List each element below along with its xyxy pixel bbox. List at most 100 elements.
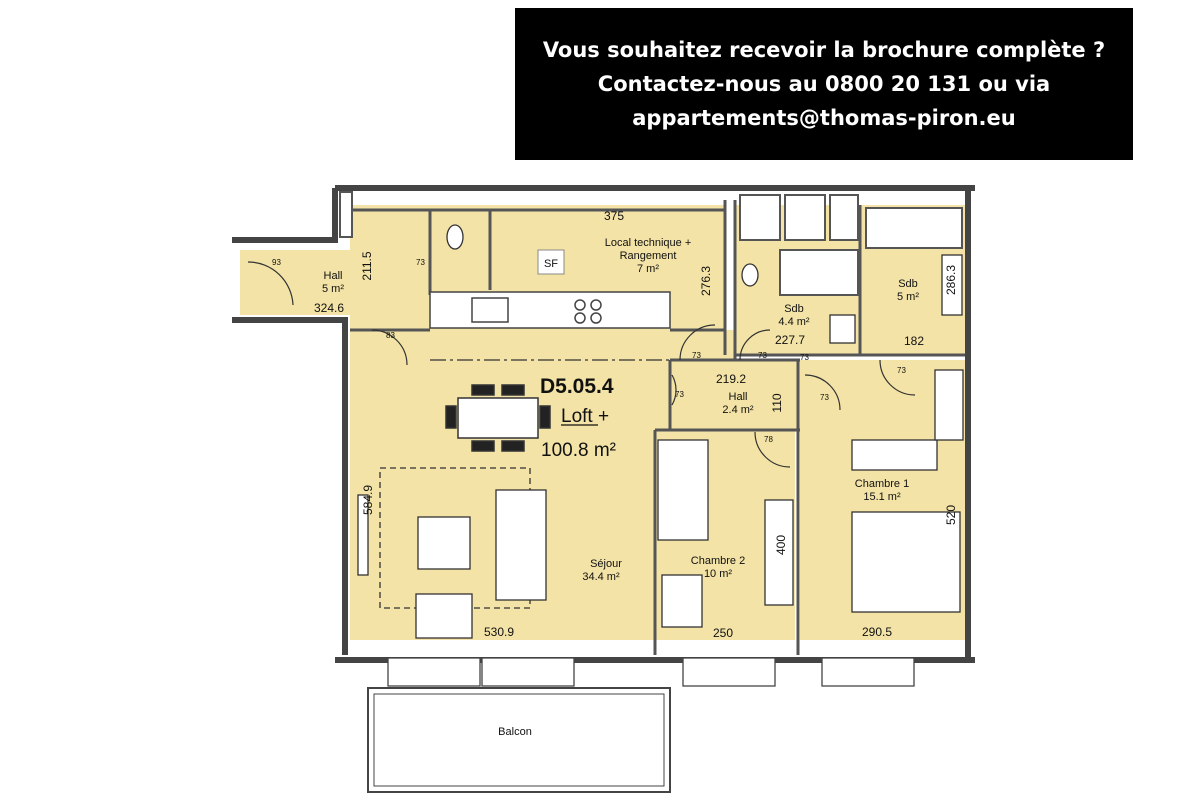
chambre2-name: Chambre 2 (691, 555, 745, 567)
sf-box (537, 249, 565, 275)
sdb1-name: Sdb (784, 303, 804, 315)
door-width: 78 (764, 435, 773, 444)
door-width: 73 (800, 353, 809, 362)
room-labels: Hall 5 m² Local technique + Rangement 7 … (322, 237, 919, 738)
hall-entry-area: 5 m² (322, 283, 344, 295)
kitchen-sink (471, 297, 509, 323)
door-swing (739, 329, 771, 361)
banner-line-1: Vous souhaitez recevoir la brochure comp… (542, 38, 1106, 62)
tv-unit (357, 494, 369, 576)
door-width: 73 (820, 393, 829, 402)
door-width: 73 (758, 351, 767, 360)
wardrobe-2 (934, 369, 964, 441)
dimensions: 375 324.6 211.5 276.3 227.7 182 286.3 21… (314, 209, 958, 640)
chambre1-area: 15.1 m² (863, 491, 901, 503)
bed-double (851, 511, 961, 613)
chambre1-furniture (851, 369, 964, 613)
dim-324-6: 324.6 (314, 301, 344, 315)
door-swing (754, 431, 791, 468)
chambre2-area: 10 m² (704, 568, 732, 580)
chair (539, 405, 551, 429)
hall-entry-floor-2 (350, 205, 430, 330)
upper-structure (339, 191, 963, 296)
door-width: 73 (416, 258, 425, 267)
chambre2-furniture (657, 439, 794, 628)
balcon-name: Balcon (498, 726, 532, 738)
window (481, 657, 575, 687)
chair (445, 405, 457, 429)
desk (661, 574, 703, 628)
dim-250: 250 (713, 626, 733, 640)
door-swing (371, 329, 408, 366)
chair (501, 384, 525, 396)
local-tech-name-1: Local technique + (605, 237, 692, 249)
unit-code: D5.05.4 (540, 375, 614, 398)
window (821, 657, 915, 687)
bathtub (865, 207, 963, 249)
door-swing (879, 359, 916, 396)
sanitary (446, 224, 963, 344)
dim-276-3: 276.3 (699, 266, 713, 296)
hob-ring-3 (574, 312, 586, 324)
dim-286-3: 286.3 (944, 265, 958, 295)
armchair (415, 593, 473, 639)
washbasin-2 (941, 254, 963, 316)
dining-table (457, 397, 539, 439)
hall-entry-floor (240, 250, 350, 315)
hall-entry-name: Hall (324, 270, 343, 282)
windows (387, 657, 915, 687)
door-swing (804, 374, 841, 411)
duct-3 (829, 194, 859, 241)
hob-ring-4 (590, 312, 602, 324)
sejour-area: 34.4 m² (582, 571, 620, 583)
doors (247, 261, 916, 468)
wardrobe (764, 499, 794, 606)
duct-1 (739, 194, 781, 241)
dim-290-5: 290.5 (862, 625, 892, 639)
chair (471, 384, 495, 396)
dresser (851, 439, 938, 471)
dim-530-9: 530.9 (484, 625, 514, 639)
dim-584-9: 584.9 (361, 485, 375, 515)
sejour-name: Séjour (590, 558, 622, 570)
dim-219-2: 219.2 (716, 372, 746, 386)
window (682, 657, 776, 687)
door-width: 73 (692, 351, 701, 360)
dim-110: 110 (770, 393, 784, 412)
hall-inner-floor (670, 330, 800, 430)
local-tech-name-2: Rangement (620, 250, 677, 262)
door-width: 83 (386, 331, 395, 340)
dim-182: 182 (904, 334, 924, 348)
bed-single (657, 439, 709, 541)
wall-left (232, 317, 348, 655)
unit-area: 100.8 m² (541, 440, 616, 461)
hall-inner-name: Hall (729, 391, 748, 403)
living-furniture (357, 467, 547, 639)
banner-line-3: appartements@thomas-piron.eu (632, 106, 1016, 130)
door-swing (679, 324, 716, 361)
door-width: 73 (675, 390, 684, 399)
balcony-outline (367, 687, 671, 793)
hob-ring-2 (590, 299, 602, 311)
dining-set (445, 384, 551, 452)
washbasin (829, 314, 856, 344)
column-left (339, 191, 353, 238)
chair (501, 440, 525, 452)
sdb2-area: 5 m² (897, 291, 919, 303)
dim-227-7: 227.7 (775, 333, 805, 347)
wc (446, 224, 464, 250)
door-swing (247, 261, 294, 306)
duct-2 (784, 194, 826, 241)
dim-375: 375 (604, 209, 624, 223)
shower (779, 249, 859, 296)
door-width: 93 (272, 258, 281, 267)
coffee-table (417, 516, 471, 570)
balcony-inner (373, 693, 665, 787)
chair (471, 440, 495, 452)
sofa (495, 489, 547, 601)
kitchen (429, 291, 671, 329)
sdb2-name: Sdb (898, 278, 918, 290)
balcony (367, 687, 671, 793)
dim-520: 520 (944, 505, 958, 525)
